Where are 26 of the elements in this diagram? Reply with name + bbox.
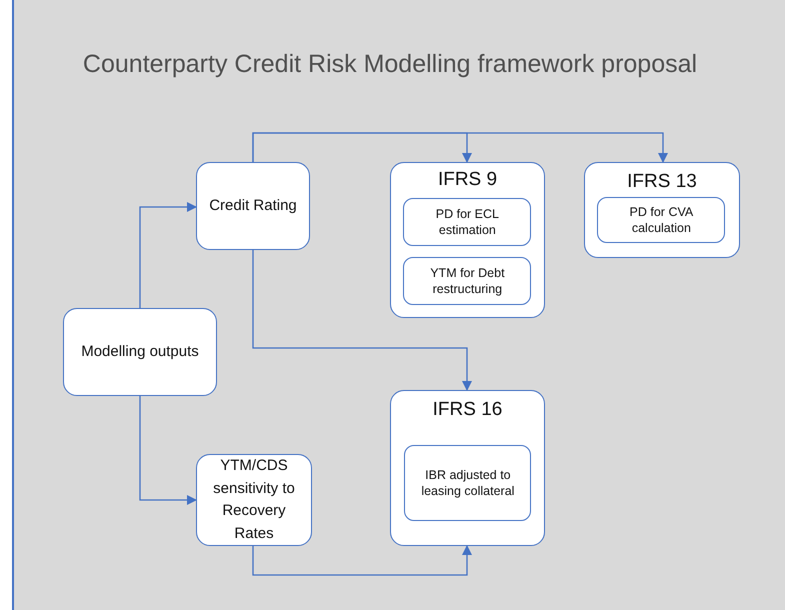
box-label: YTM for Debt restructuring [429,265,506,298]
connector-arrow [252,132,668,163]
group-heading: IFRS 16 [432,399,504,421]
group-box [390,390,545,546]
sub-box [403,198,532,246]
box-label: Credit Rating [209,196,297,216]
group-heading: IFRS 9 [436,169,498,191]
box-label: PD for ECL estimation [434,206,500,239]
connector-arrow [252,545,472,576]
connector-arrow [252,250,472,391]
box-label: YTM/CDS sensitivity to Recovery Rates [212,456,296,544]
process-box [196,454,312,546]
diagram-title: Counterparty Credit Risk Modelling framework proposal [82,50,698,79]
process-box [196,162,310,250]
sub-box [404,445,532,522]
group-heading: IFRS 13 [626,171,698,193]
box-label: PD for CVA calculation [628,204,694,237]
box-label: Modelling outputs [81,342,199,362]
sub-box [597,197,726,244]
connector-arrow [139,396,197,505]
group-box [584,162,740,258]
box-label: IBR adjusted to leasing collateral [420,467,516,500]
connector-arrow [139,202,197,308]
sub-box [403,257,532,306]
group-box [390,162,545,318]
process-box [63,308,217,396]
